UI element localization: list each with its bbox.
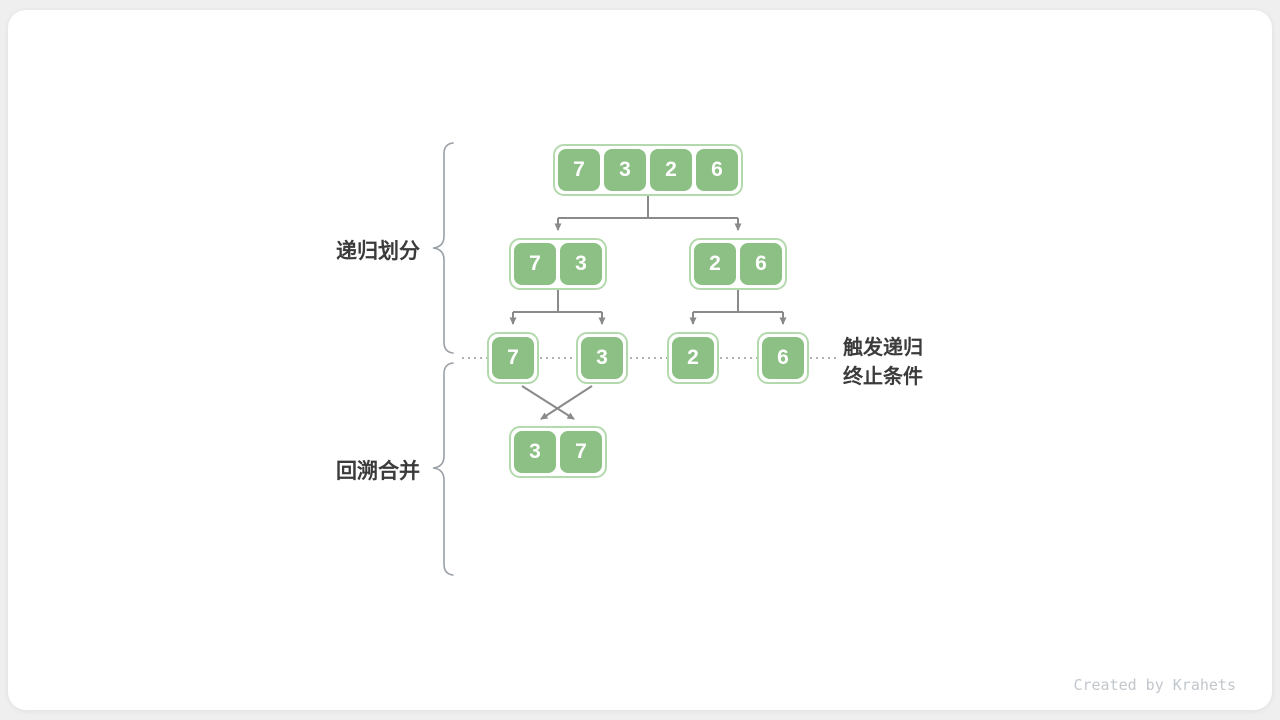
array-cell: 3: [604, 149, 646, 191]
array-cell: 7: [560, 431, 602, 473]
array-group-level3-c: 2: [667, 332, 719, 384]
label-backtrack-merge: 回溯合并: [336, 460, 420, 483]
array-group-level3-d: 6: [757, 332, 809, 384]
array-cell: 7: [492, 337, 534, 379]
array-group-level1: 7 3 2 6: [553, 144, 743, 196]
array-group-level3-b: 3: [576, 332, 628, 384]
array-cell: 3: [560, 243, 602, 285]
array-cell: 6: [696, 149, 738, 191]
label-terminate-line1: 触发递归: [843, 337, 923, 359]
array-group-level4-merged: 3 7: [509, 426, 607, 478]
array-cell: 2: [694, 243, 736, 285]
label-terminate-condition: 触发递归 终止条件: [843, 334, 923, 392]
label-terminate-line2: 终止条件: [843, 366, 923, 388]
array-cell: 2: [650, 149, 692, 191]
array-cell: 7: [558, 149, 600, 191]
credit-text: Created by Krahets: [1073, 676, 1236, 694]
array-cell: 6: [762, 337, 804, 379]
label-recursive-divide: 递归划分: [336, 240, 420, 263]
array-cell: 7: [514, 243, 556, 285]
array-group-level2-right: 2 6: [689, 238, 787, 290]
array-group-level3-a: 7: [487, 332, 539, 384]
array-cell: 3: [581, 337, 623, 379]
array-cell: 2: [672, 337, 714, 379]
array-group-level2-left: 7 3: [509, 238, 607, 290]
array-cell: 6: [740, 243, 782, 285]
diagram-card: [8, 10, 1272, 710]
array-cell: 3: [514, 431, 556, 473]
